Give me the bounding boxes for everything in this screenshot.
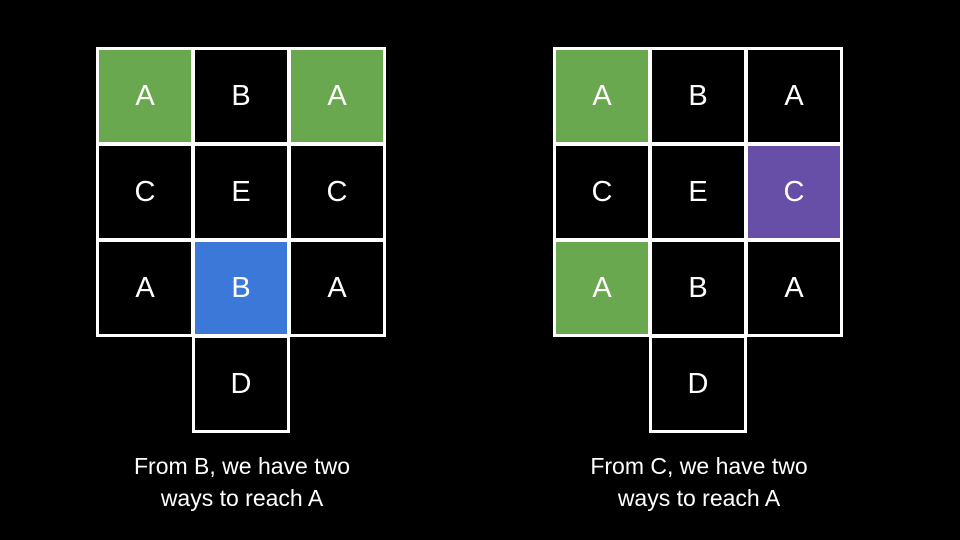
right-grid: A B A C E C A B A D xyxy=(553,47,845,434)
grid-cell-row1-col1: A xyxy=(96,47,194,145)
grid-cell-row3-col1: A xyxy=(96,239,194,337)
left-grid: A B A C E C A B A D xyxy=(96,47,388,434)
grid-cell-row2-col1: C xyxy=(553,143,651,241)
caption-line-2: ways to reach A xyxy=(160,485,324,511)
caption-line-2: ways to reach A xyxy=(617,485,781,511)
caption-line-1: From B, we have two xyxy=(133,453,351,479)
grid-cell-row4-col2: D xyxy=(192,335,290,433)
left-caption: From B, we have two ways to reach A xyxy=(56,450,428,514)
grid-cell-row2-col3: C xyxy=(745,143,843,241)
grid-cell-row1-col3: A xyxy=(745,47,843,145)
grid-cell-row3-col3: A xyxy=(288,239,386,337)
caption-line-1: From C, we have two xyxy=(590,453,808,479)
grid-cell-row3-col1: A xyxy=(553,239,651,337)
grid-cell-row2-col1: C xyxy=(96,143,194,241)
grid-cell-row1-col2: B xyxy=(192,47,290,145)
grid-cell-row1-col2: B xyxy=(649,47,747,145)
grid-cell-row2-col2: E xyxy=(192,143,290,241)
grid-cell-row3-col2: B xyxy=(649,239,747,337)
grid-cell-row2-col2: E xyxy=(649,143,747,241)
right-caption: From C, we have two ways to reach A xyxy=(513,450,885,514)
grid-cell-row4-col2: D xyxy=(649,335,747,433)
grid-cell-row1-col1: A xyxy=(553,47,651,145)
grid-cell-row1-col3: A xyxy=(288,47,386,145)
left-panel: A B A C E C A B A D From B, we have two … xyxy=(96,0,396,540)
right-panel: A B A C E C A B A D From C, we have two … xyxy=(553,0,853,540)
grid-cell-row2-col3: C xyxy=(288,143,386,241)
grid-cell-row3-col3: A xyxy=(745,239,843,337)
grid-cell-row3-col2: B xyxy=(192,239,290,337)
